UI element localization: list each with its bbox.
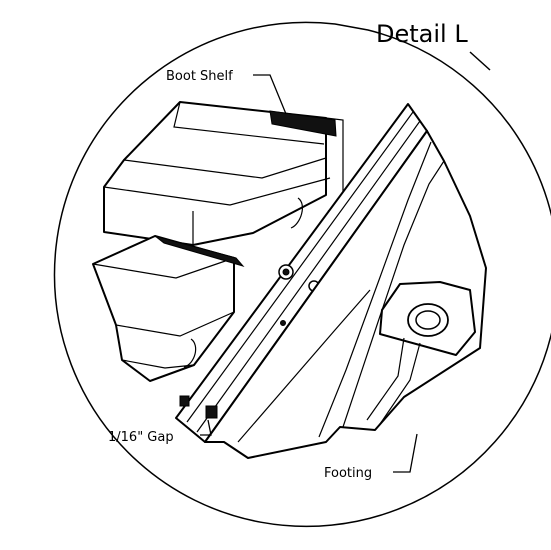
rail-foot-bracket-2	[179, 395, 190, 407]
lower-boot-shelf-block	[92, 235, 245, 382]
rail-bolt-core	[282, 268, 290, 276]
upper-boot-shelf-block	[103, 101, 344, 246]
footing-leader	[393, 433, 418, 473]
gap-label: 1/16" Gap	[108, 430, 174, 445]
rail-hole	[280, 320, 286, 326]
footing-block	[204, 130, 487, 459]
rail-foot-bracket	[205, 405, 218, 419]
detail-title: Detail L	[376, 20, 468, 48]
boot-shelf-leader	[253, 74, 287, 115]
gap-leader	[200, 419, 212, 436]
footing-label: Footing	[324, 466, 372, 481]
detail-circle	[53, 21, 551, 528]
footing-bolt-inner	[415, 310, 441, 330]
detail-circle-gap-line	[469, 51, 491, 71]
boot-shelf-label: Boot Shelf	[166, 69, 233, 84]
